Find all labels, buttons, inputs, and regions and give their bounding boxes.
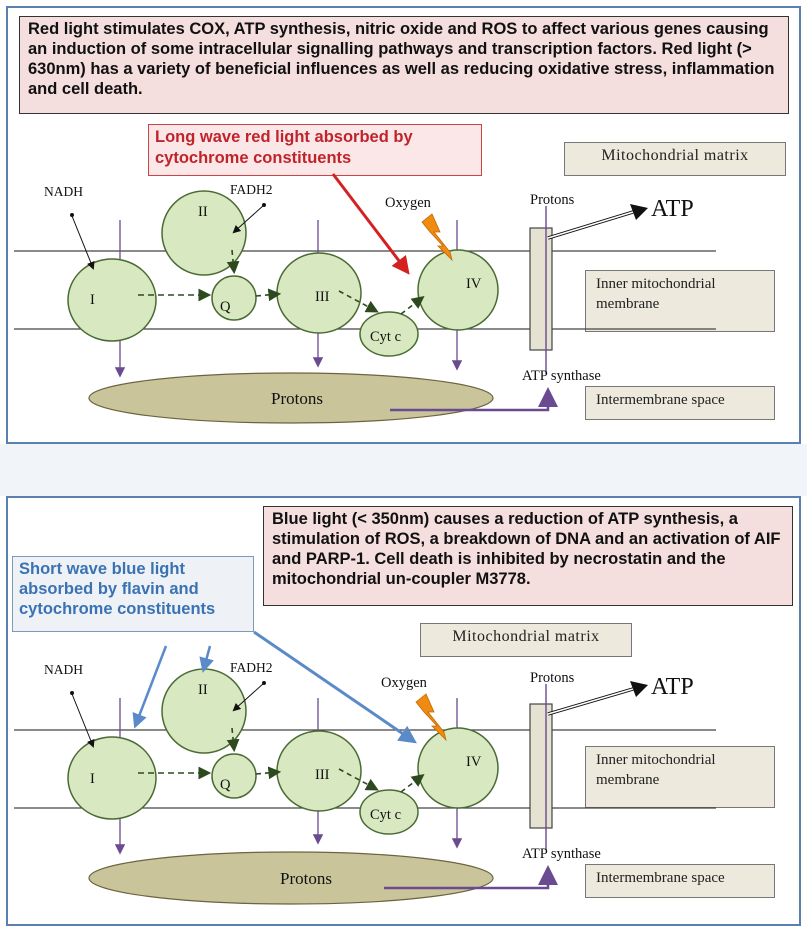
nadh-arrow xyxy=(71,215,95,270)
nadh-arrow-2 xyxy=(71,693,95,748)
red-light-panel: Red light stimulates COX, ATP synthesis,… xyxy=(6,6,801,444)
protons-return-arrow-2 xyxy=(384,865,558,890)
red-light-callout-text: Long wave red light absorbed by cytochro… xyxy=(155,128,413,167)
red-light-summary: Red light stimulates COX, ATP synthesis,… xyxy=(19,16,789,114)
intermembrane-space-label-2: Intermembrane space xyxy=(585,864,775,898)
nadh-dot xyxy=(70,213,74,217)
protons-pool-2 xyxy=(88,851,494,905)
protons-pool-label-2: Protons xyxy=(280,869,332,888)
protons-top-label-2: Protons xyxy=(530,670,575,686)
oxygen-label-2: Oxygen xyxy=(381,675,428,691)
cytochrome-c-2 xyxy=(359,789,419,835)
fadh2-arrow-2 xyxy=(232,682,265,712)
fadh2-dot xyxy=(262,203,266,207)
complex-i-2 xyxy=(67,736,157,820)
blue-light-callout-text: Short wave blue light absorbed by flavin… xyxy=(19,560,216,618)
fadh2-arrow xyxy=(232,204,265,234)
electron-flow-q-iii-2 xyxy=(255,766,282,780)
complex-iv xyxy=(417,249,499,331)
red-light-summary-text: Red light stimulates COX, ATP synthesis,… xyxy=(28,20,775,98)
atp-synthase-2 xyxy=(529,703,553,829)
protons-return-arrow xyxy=(390,387,558,412)
blue-light-summary-text: Blue light (< 350nm) causes a reduction … xyxy=(272,510,781,588)
electron-flow-q-iii xyxy=(255,288,282,302)
complex-i xyxy=(67,258,157,342)
atp-arrowhead xyxy=(630,204,648,220)
intermembrane-space-text: Intermembrane space xyxy=(596,392,725,408)
complex-q xyxy=(211,275,257,321)
inner-membrane-label: Inner mitochondrial membrane xyxy=(585,270,775,332)
complex-i-label-2: I xyxy=(90,771,95,787)
electron-flow-ii-q-2 xyxy=(226,727,240,753)
blue-light-arrow-complex-iv xyxy=(253,630,417,744)
fadh2-label: FADH2 xyxy=(230,182,273,197)
blue-light-callout: Short wave blue light absorbed by flavin… xyxy=(12,556,254,632)
blue-light-panel: Blue light (< 350nm) causes a reduction … xyxy=(6,496,801,926)
nadh-dot-2 xyxy=(70,691,74,695)
cytochrome-c xyxy=(359,311,419,357)
inner-membrane-label-2: Inner mitochondrial membrane xyxy=(585,746,775,808)
atp-synthase-label-2: ATP synthase xyxy=(522,846,601,862)
complex-iv-label: IV xyxy=(466,276,482,292)
fadh2-label-2: FADH2 xyxy=(230,660,273,675)
atp-synthase-label: ATP synthase xyxy=(522,368,601,384)
protons-top-label: Protons xyxy=(530,192,575,208)
red-light-callout: Long wave red light absorbed by cytochro… xyxy=(148,124,482,176)
electron-flow-iii-cytc-2 xyxy=(338,768,379,791)
mitochondrial-matrix-text: Mitochondrial matrix xyxy=(601,147,749,164)
fadh2-dot-2 xyxy=(262,681,266,685)
nadh-label: NADH xyxy=(44,184,83,199)
panel-gap xyxy=(0,444,807,496)
complex-iv-2 xyxy=(417,727,499,809)
protons-pool-label: Protons xyxy=(271,389,323,408)
complex-q-label: Q xyxy=(220,299,231,315)
inner-membrane-text-2: Inner mitochondrial membrane xyxy=(596,752,716,788)
complex-ii-label: II xyxy=(198,204,208,220)
blue-light-arrow-complex-i xyxy=(132,645,168,729)
mitochondrial-matrix-text-2: Mitochondrial matrix xyxy=(452,628,600,645)
blue-light-arrow-complex-ii xyxy=(199,645,214,673)
atp-label: ATP xyxy=(651,196,694,222)
atp-label-2: ATP xyxy=(651,674,694,700)
complex-iii-label-2: III xyxy=(315,767,330,783)
complex-q-2 xyxy=(211,753,257,799)
atp-arrowhead-2 xyxy=(630,681,648,697)
inner-membrane-text: Inner mitochondrial membrane xyxy=(596,276,716,312)
electron-flow-iii-cytc xyxy=(338,290,379,313)
complex-iv-label-2: IV xyxy=(466,754,482,770)
atp-arrow-inner-2 xyxy=(547,688,634,715)
mitochondrial-matrix-label: Mitochondrial matrix xyxy=(564,142,786,176)
electron-flow-ii-q xyxy=(226,249,240,275)
red-light-arrow xyxy=(331,173,410,275)
complex-i-label: I xyxy=(90,292,95,308)
blue-light-summary: Blue light (< 350nm) causes a reduction … xyxy=(263,506,793,606)
oxygen-label: Oxygen xyxy=(385,195,432,211)
blue-light-etc-diagram: Protons ATP synthase Protons ATP II I Q … xyxy=(14,630,716,905)
cytochrome-c-label: Cyt c xyxy=(370,329,401,345)
red-light-etc-diagram: Protons ATP synthase Protons ATP II I Q … xyxy=(14,173,716,424)
cytochrome-c-label-2: Cyt c xyxy=(370,807,401,823)
atp-arrow-inner xyxy=(547,211,634,239)
complex-iii-label: III xyxy=(315,289,330,305)
electron-flow-cytc-iv-2 xyxy=(400,774,425,793)
intermembrane-space-text-2: Intermembrane space xyxy=(596,870,725,886)
electron-flow-cytc-iv xyxy=(400,296,425,315)
complex-ii-label-2: II xyxy=(198,682,208,698)
intermembrane-space-label: Intermembrane space xyxy=(585,386,775,420)
atp-synthase xyxy=(529,227,553,351)
mitochondrial-matrix-label-2: Mitochondrial matrix xyxy=(420,623,632,657)
oxygen-lightning-icon-2 xyxy=(415,693,447,742)
oxygen-lightning-icon xyxy=(421,213,453,262)
complex-ii xyxy=(161,190,247,276)
nadh-label-2: NADH xyxy=(44,662,83,677)
complex-q-label-2: Q xyxy=(220,777,231,793)
